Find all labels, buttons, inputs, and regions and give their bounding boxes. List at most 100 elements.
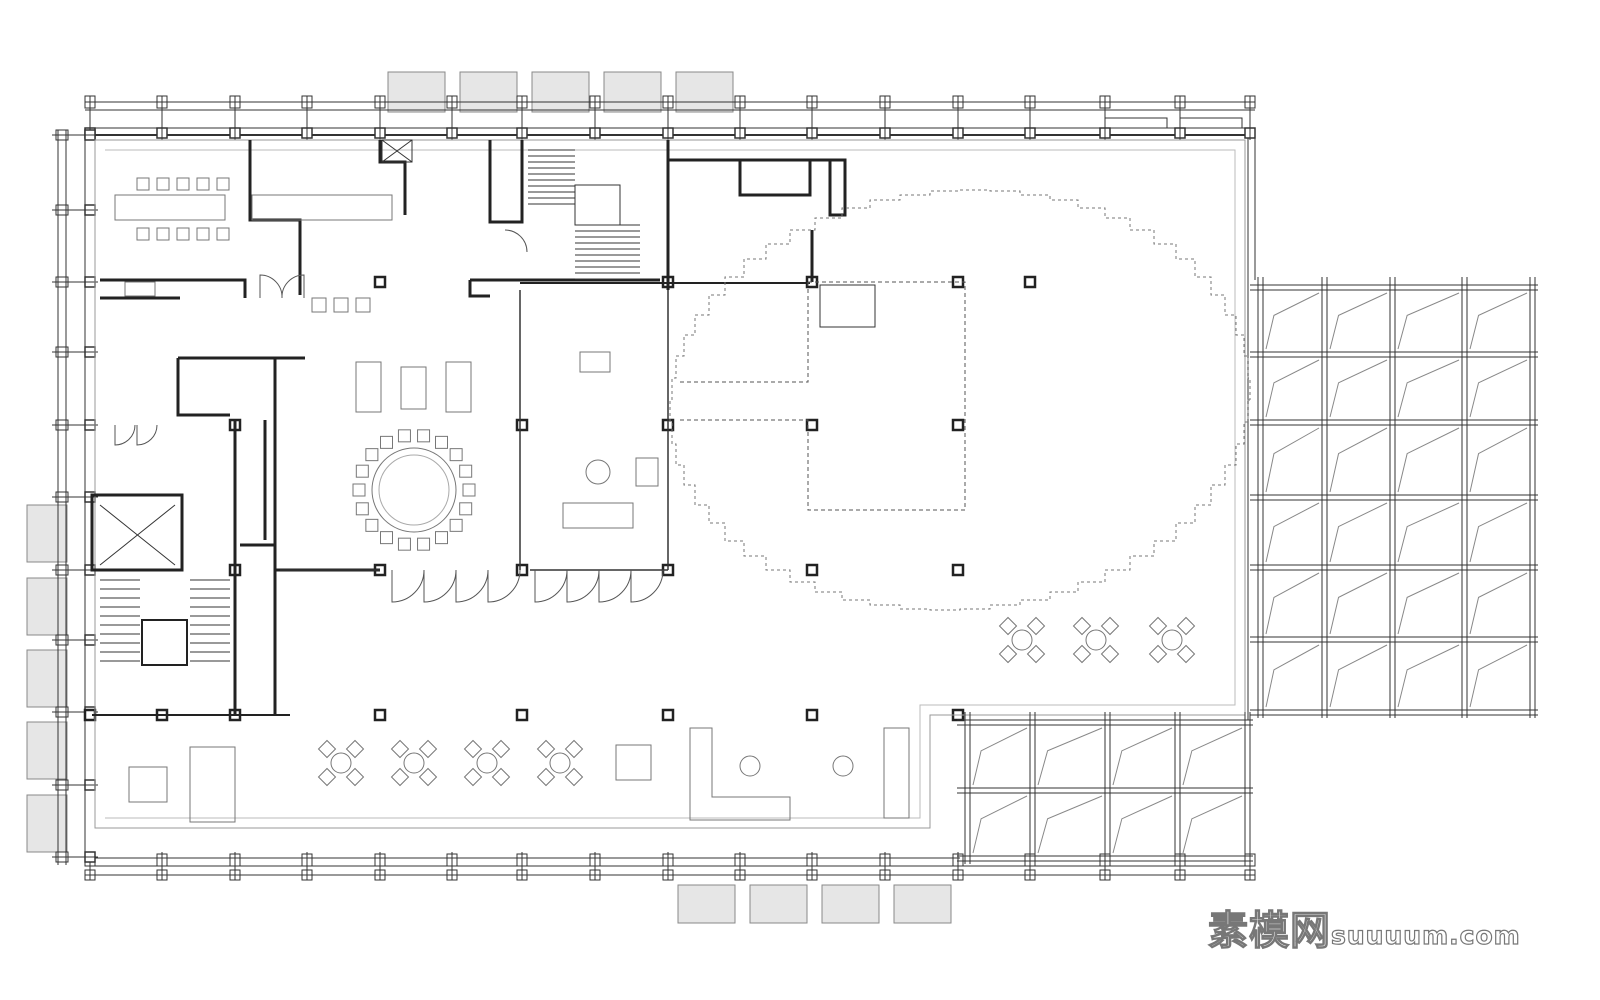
chair — [136, 177, 150, 191]
right-pergola-panel — [1397, 292, 1460, 350]
round-table — [371, 447, 457, 533]
chair — [397, 537, 411, 551]
sofa — [400, 366, 427, 410]
panel — [26, 649, 68, 708]
armchair — [635, 457, 659, 487]
right-pergola-panel — [1397, 644, 1460, 708]
bottom-pergola-panel — [1182, 795, 1243, 854]
pergola-grids — [957, 277, 1538, 864]
column — [515, 563, 529, 577]
sofa — [355, 361, 382, 413]
right-pergola-panel — [1329, 502, 1388, 563]
panel — [26, 794, 68, 853]
chair — [1072, 644, 1092, 664]
cafe-table — [476, 752, 498, 774]
column — [951, 563, 965, 577]
beam-segment — [1179, 117, 1243, 129]
plant — [832, 755, 854, 777]
chair — [418, 739, 438, 759]
table — [615, 744, 652, 781]
stair — [819, 284, 876, 328]
chair — [1148, 644, 1168, 664]
watermark-brand-cn: 素模网 — [1207, 907, 1331, 954]
chair — [390, 767, 410, 787]
right-pergola-panel — [1397, 359, 1460, 418]
right-pergola-panel — [1397, 427, 1460, 493]
chair — [998, 644, 1018, 664]
doors — [114, 229, 664, 603]
chair — [564, 767, 584, 787]
chair — [1100, 616, 1120, 636]
chair — [998, 616, 1018, 636]
sofa — [883, 727, 910, 819]
right-pergola-panel — [1397, 502, 1460, 563]
panel — [26, 577, 68, 636]
chair — [352, 483, 366, 497]
chair — [435, 435, 448, 449]
chair — [462, 483, 476, 497]
plant — [739, 755, 761, 777]
panel — [26, 504, 68, 563]
door-swing — [566, 569, 600, 603]
column — [373, 275, 387, 289]
wall — [273, 358, 380, 572]
door-swing — [504, 229, 528, 253]
bottom-pergola-panel — [1182, 727, 1243, 786]
right-pergola-panel — [1469, 292, 1528, 350]
chair — [1100, 644, 1120, 664]
column — [1023, 275, 1037, 289]
column — [515, 418, 529, 432]
bottom-pergola-panel — [1112, 795, 1173, 854]
l-sofa — [689, 727, 791, 821]
panel — [387, 71, 446, 113]
dashed-zones — [669, 189, 1251, 611]
chair — [449, 448, 463, 462]
right-pergola-panel — [1329, 292, 1388, 350]
chair — [1176, 616, 1196, 636]
elevator-shaft — [90, 493, 184, 572]
bar-counter — [189, 746, 236, 823]
round-table-inner — [378, 454, 450, 526]
stairs — [100, 149, 876, 662]
chair — [564, 739, 584, 759]
column — [805, 708, 819, 722]
right-pergola-panel — [1469, 572, 1528, 635]
chair — [491, 767, 511, 787]
door-swing — [136, 424, 158, 446]
elevator-2 — [141, 619, 188, 666]
cafe-table — [1161, 629, 1183, 651]
dining-table — [114, 194, 226, 221]
right-pergola-panel — [1265, 572, 1320, 635]
desk — [124, 281, 156, 297]
chair — [463, 767, 483, 787]
wall — [488, 140, 524, 224]
cafe-table — [330, 752, 352, 774]
sofa — [562, 502, 634, 529]
right-pergola-panel — [1265, 644, 1320, 708]
right-pergola-panel — [1329, 572, 1388, 635]
stool — [355, 297, 371, 313]
panel — [749, 884, 808, 924]
chair — [449, 518, 463, 532]
stool — [333, 297, 349, 313]
chair — [345, 767, 365, 787]
wall — [468, 278, 660, 298]
chair — [216, 227, 230, 241]
shaft — [381, 139, 413, 163]
wall — [176, 356, 305, 417]
envelope — [94, 139, 1246, 829]
door-swing — [259, 274, 305, 299]
dashed-area — [678, 281, 966, 511]
table — [579, 351, 611, 373]
chair — [380, 531, 393, 545]
right-pergola-panel — [1397, 572, 1460, 635]
wall — [100, 278, 247, 298]
chair — [417, 429, 431, 443]
kitchen-counter — [251, 194, 393, 221]
cafe-table — [1011, 629, 1033, 651]
chair — [380, 435, 393, 449]
chair — [390, 739, 410, 759]
cafe-table — [403, 752, 425, 774]
column — [951, 418, 965, 432]
